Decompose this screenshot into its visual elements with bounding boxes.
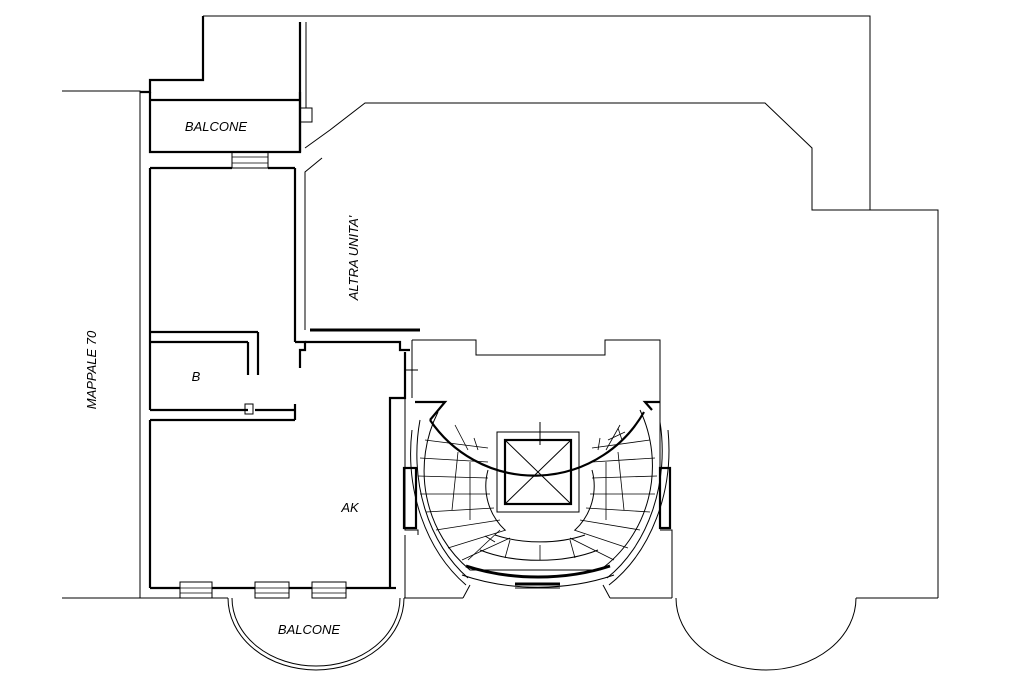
label-room-b: B (192, 369, 201, 384)
label-balcone-bottom: BALCONE (278, 622, 340, 637)
bottom-balcony (227, 597, 405, 671)
neighbor-unit-outline (304, 102, 870, 332)
lower-right-arc (675, 597, 857, 671)
curved-stair (410, 409, 670, 586)
stair-core (402, 339, 673, 599)
stair-window (461, 564, 615, 589)
label-mappale: MAPPALE 70 (84, 330, 99, 409)
elevator-shaft (496, 422, 580, 513)
label-altra-unita: ALTRA UNITA' (346, 215, 361, 301)
label-balcone-top: BALCONE (185, 119, 247, 134)
bottom-windows (179, 581, 390, 599)
top-balcony (148, 22, 313, 169)
left-rooms (148, 166, 418, 590)
window-top-balcony (231, 151, 269, 169)
label-room-ak: AK (340, 500, 360, 515)
